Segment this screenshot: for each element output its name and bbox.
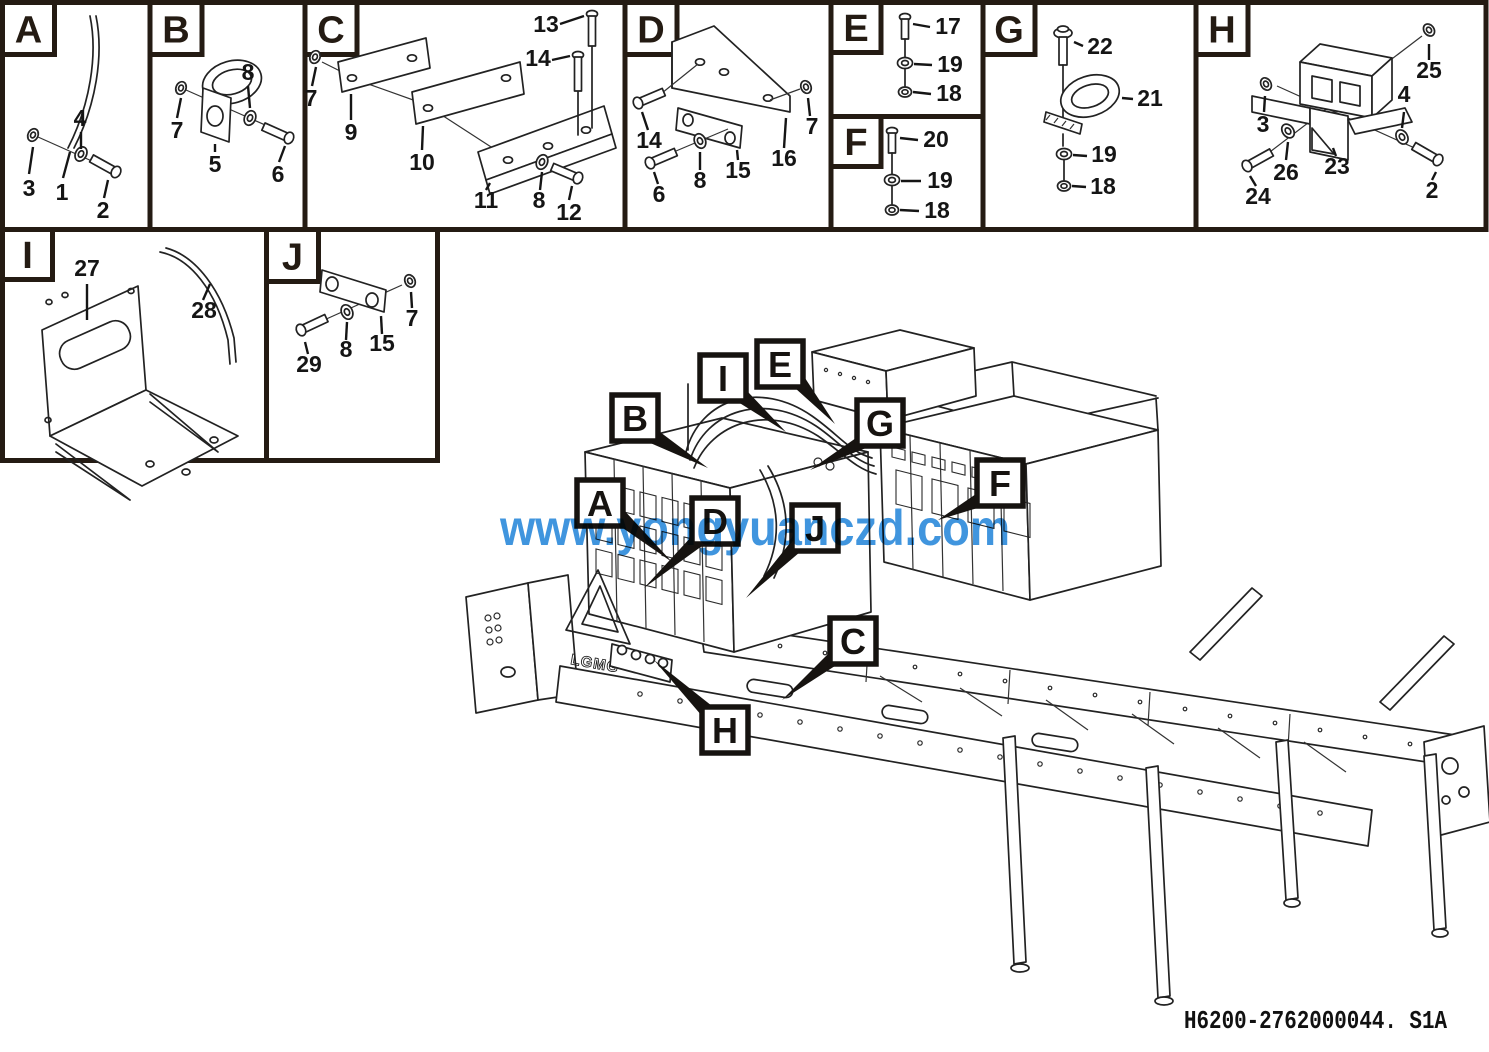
part-label: 8 xyxy=(242,59,255,85)
panel-g: G 22 21 19 18 xyxy=(980,0,1199,232)
part-label: 20 xyxy=(923,126,949,152)
part-label: 7 xyxy=(305,85,318,111)
callout-letter: G xyxy=(866,403,894,444)
callout-b: B xyxy=(609,392,708,468)
panel-letter: J xyxy=(282,237,303,279)
part-label: 13 xyxy=(533,11,559,37)
top-box xyxy=(811,329,977,421)
chassis-drawing: LGMG xyxy=(465,329,1489,1006)
part-label: 6 xyxy=(653,181,666,207)
part-label: 17 xyxy=(935,13,961,39)
part-label: 18 xyxy=(936,80,962,106)
part-label: 15 xyxy=(725,157,751,183)
part-label: 8 xyxy=(340,336,353,362)
callout-letter: D xyxy=(702,501,728,542)
part-label: 12 xyxy=(556,199,582,225)
panel-f: F 20 19 18 xyxy=(828,114,986,232)
part-label: 21 xyxy=(1137,85,1163,111)
panel-letter: D xyxy=(637,10,664,52)
panel-a: A 4 3 1 2 xyxy=(0,0,153,232)
panel-h: H 25 4 3 xyxy=(1193,0,1489,232)
drawing-number: H6200-2762000044. S1A xyxy=(1184,1006,1447,1036)
part-label: 9 xyxy=(345,119,358,145)
part-label: 29 xyxy=(296,351,322,377)
part-label: 8 xyxy=(533,187,546,213)
panel-c: C 13 14 7 9 xyxy=(302,0,628,232)
panel-j: J 29 8 15 7 xyxy=(264,227,440,463)
watermark: www.yongyuanczd.com xyxy=(499,500,1010,556)
callout-h: H xyxy=(654,660,751,756)
front-bracket xyxy=(609,643,673,683)
part-label: 25 xyxy=(1416,57,1442,83)
callout-g: G xyxy=(810,397,906,470)
part-label: 16 xyxy=(771,145,797,171)
part-label: 28 xyxy=(191,297,217,323)
callout-letter: F xyxy=(989,463,1011,504)
part-label: 10 xyxy=(409,149,435,175)
callout-c: C xyxy=(782,615,879,700)
callout-letter: H xyxy=(712,710,738,751)
part-label: 18 xyxy=(1090,173,1116,199)
part-label: 2 xyxy=(97,197,110,223)
callout-letter: C xyxy=(840,621,866,662)
panel-letter: G xyxy=(994,10,1024,52)
part-label: 5 xyxy=(209,151,222,177)
part-label: 7 xyxy=(406,305,419,331)
callout-d: D xyxy=(644,495,741,588)
panel-letter: F xyxy=(844,122,867,164)
callout-j: J xyxy=(746,502,841,598)
callout-f: F xyxy=(938,457,1026,520)
callout-letter: I xyxy=(718,358,728,399)
part-label: 1 xyxy=(56,179,69,205)
part-label: 6 xyxy=(272,161,285,187)
callout-letter: A xyxy=(587,483,613,524)
callout-letter: J xyxy=(805,508,825,549)
part-label: 14 xyxy=(525,45,551,71)
part-label: 18 xyxy=(924,197,950,223)
part-label: 27 xyxy=(74,255,100,281)
callout-a: A xyxy=(574,477,672,562)
callout-letter: E xyxy=(768,344,792,385)
part-label: 19 xyxy=(1091,141,1117,167)
part-label: 23 xyxy=(1324,153,1350,179)
parts-panels: A 4 3 1 2 B xyxy=(0,0,1489,501)
part-label: 24 xyxy=(1245,183,1271,209)
panel-letter: A xyxy=(15,10,42,52)
part-label: 19 xyxy=(927,167,953,193)
callout-i: I xyxy=(697,352,786,432)
outrigger-legs xyxy=(1002,587,1455,1006)
part-label: 3 xyxy=(23,175,36,201)
part-label: 19 xyxy=(937,51,963,77)
panel-d: D 14 6 8 15 16 7 xyxy=(622,0,834,232)
main-callouts: B I E G A D J xyxy=(574,338,1026,756)
part-label: 4 xyxy=(1398,81,1411,107)
part-label: 11 xyxy=(474,187,499,213)
panel-letter: E xyxy=(843,8,868,50)
part-label: 14 xyxy=(636,127,662,153)
part-label: 4 xyxy=(74,105,87,131)
part-label: 3 xyxy=(1257,111,1270,137)
panel-letter: H xyxy=(1208,10,1235,52)
panel-letter: I xyxy=(22,235,33,277)
part-label: 7 xyxy=(171,117,184,143)
part-label: 7 xyxy=(806,113,819,139)
callout-e: E xyxy=(754,338,835,424)
part-label: 26 xyxy=(1273,159,1299,185)
panel-b: B 8 7 5 6 xyxy=(147,0,308,232)
panel-letter: C xyxy=(317,10,344,52)
part-label: 8 xyxy=(694,167,707,193)
panel-letter: B xyxy=(162,10,189,52)
part-label: 15 xyxy=(369,330,395,356)
panel-e: E 17 19 18 xyxy=(828,0,986,119)
part-label: 2 xyxy=(1426,177,1439,203)
part-label: 22 xyxy=(1087,33,1113,59)
panel-i: I 27 28 xyxy=(0,227,269,501)
callout-letter: B xyxy=(622,398,648,439)
